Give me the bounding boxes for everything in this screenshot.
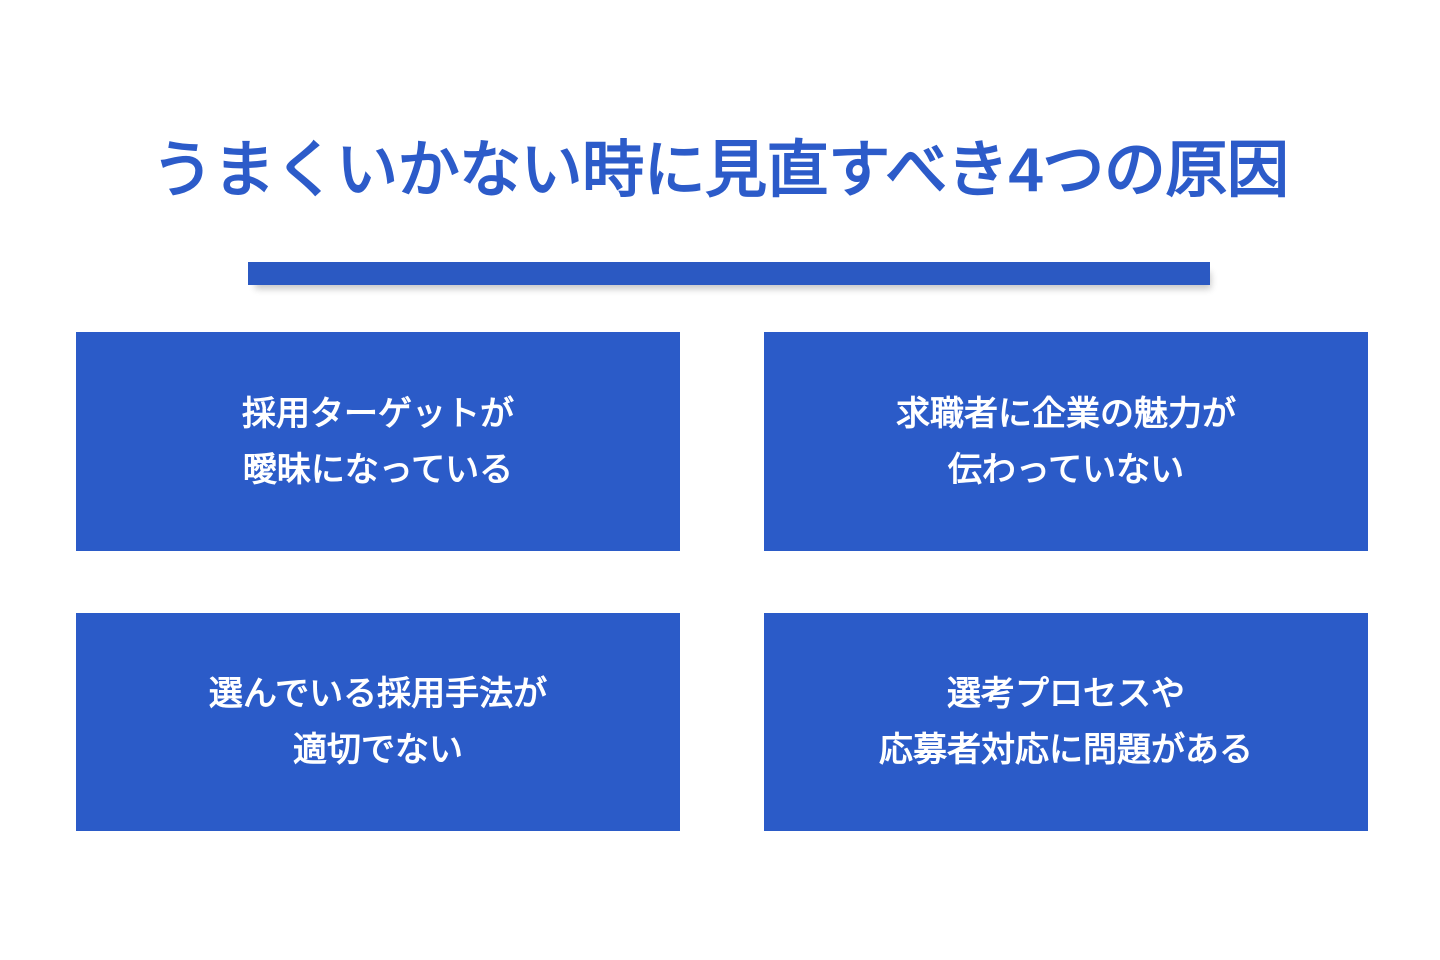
page-title: うまくいかない時に見直すべき4つの原因 [151,136,1289,205]
cause-card-label: 求職者に企業の魅力が 伝わっていない [896,394,1236,489]
title-underline-bar [248,262,1210,285]
cause-card[interactable]: 選考プロセスや 応募者対応に問題がある [764,613,1368,831]
cause-card-label: 選んでいる採用手法が 適切でない [208,675,548,769]
title-block: うまくいかない時に見直すべき4つの原因 [0,131,1440,211]
cause-card-label: 採用ターゲットが 曖昧になっている [242,394,514,489]
cause-card[interactable]: 選んでいる採用手法が 適切でない [76,613,680,831]
cause-card-label: 選考プロセスや 応募者対応に問題がある [879,675,1253,769]
cause-card[interactable]: 採用ターゲットが 曖昧になっている [76,332,680,551]
cause-card-grid: 採用ターゲットが 曖昧になっている 求職者に企業の魅力が 伝わっていない 選んで… [76,332,1368,831]
cause-card[interactable]: 求職者に企業の魅力が 伝わっていない [764,332,1368,551]
